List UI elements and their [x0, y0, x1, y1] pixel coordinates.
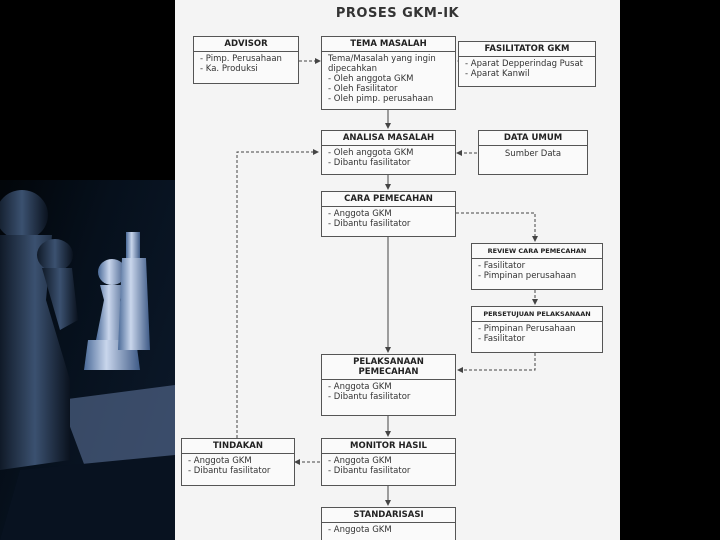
analisa-masalah-header: ANALISA MASALAH — [322, 131, 455, 146]
persetujuan-item: Fasilitator — [478, 334, 599, 344]
review-item: Pimpinan perusahaan — [478, 271, 599, 281]
analisa-masalah-box: ANALISA MASALAH Oleh anggota GKM Dibantu… — [321, 130, 456, 175]
diagram-title: PROSES GKM-IK — [335, 6, 460, 21]
advisor-item: Ka. Produksi — [200, 64, 295, 74]
pelaksanaan-header-line: PELAKSANAAN — [353, 357, 424, 367]
pelaksanaan-item: Dibantu fasilitator — [328, 392, 452, 402]
pelaksanaan-box: PELAKSANAAN PEMECAHAN Anggota GKM Dibant… — [321, 354, 456, 416]
fasilitator-box: FASILITATOR GKM Aparat Depperindag Pusat… — [458, 41, 596, 87]
fasilitator-item: Aparat Depperindag Pusat — [465, 59, 592, 69]
tema-masalah-box: TEMA MASALAH Tema/Masalah yang ingin dip… — [321, 36, 456, 110]
tema-lead-line: Tema/Masalah yang ingin — [328, 54, 436, 64]
advisor-box: ADVISOR Pimp. Perusahaan Ka. Produksi — [193, 36, 299, 84]
review-box: REVIEW CARA PEMECAHAN Fasilitator Pimpin… — [471, 243, 603, 290]
data-umum-header: DATA UMUM — [479, 131, 587, 146]
persetujuan-header: PERSETUJUAN PELAKSANAAN — [472, 307, 602, 322]
review-item: Fasilitator — [478, 261, 599, 271]
cara-item: Anggota GKM — [328, 209, 452, 219]
pelaksanaan-item: Anggota GKM — [328, 382, 452, 392]
data-umum-box: DATA UMUM Sumber Data — [478, 130, 588, 175]
advisor-header: ADVISOR — [194, 37, 298, 52]
monitor-item: Anggota GKM — [328, 456, 452, 466]
chess-pieces-photo — [0, 0, 175, 540]
cara-item: Dibantu fasilitator — [328, 219, 452, 229]
analisa-item: Oleh anggota GKM — [328, 148, 452, 158]
pelaksanaan-header: PELAKSANAAN PEMECAHAN — [322, 355, 455, 380]
tema-item: Oleh Fasilitator — [328, 84, 452, 94]
fasilitator-item: Aparat Kanwil — [465, 69, 592, 79]
tindakan-item: Dibantu fasilitator — [188, 466, 291, 476]
arrow-tindakan-analisa — [236, 149, 319, 438]
monitor-header: MONITOR HASIL — [322, 439, 455, 454]
cara-pemecahan-header: CARA PEMECAHAN — [322, 192, 455, 207]
monitor-item: Dibantu fasilitator — [328, 466, 452, 476]
tindakan-header: TINDAKAN — [182, 439, 294, 454]
tema-item: Oleh pimp. perusahaan — [328, 94, 452, 104]
pelaksanaan-header-line: PEMECAHAN — [358, 367, 419, 377]
standarisasi-box: STANDARISASI Anggota GKM — [321, 507, 456, 540]
advisor-item: Pimp. Perusahaan — [200, 54, 295, 64]
tindakan-item: Anggota GKM — [188, 456, 291, 466]
arrow-cara-review — [456, 212, 538, 242]
standarisasi-header: STANDARISASI — [322, 508, 455, 523]
persetujuan-item: Pimpinan Perusahaan — [478, 324, 599, 334]
tema-lead-line: dipecahkan — [328, 64, 378, 74]
data-umum-body: Sumber Data — [504, 149, 562, 159]
connector-lines — [236, 58, 538, 506]
tema-masalah-header: TEMA MASALAH — [322, 37, 455, 52]
monitor-box: MONITOR HASIL Anggota GKM Dibantu fasili… — [321, 438, 456, 486]
tindakan-box: TINDAKAN Anggota GKM Dibantu fasilitator — [181, 438, 295, 486]
arrow-persetujuan-pelaksanaan — [457, 353, 536, 373]
analisa-item: Dibantu fasilitator — [328, 158, 452, 168]
cara-pemecahan-box: CARA PEMECAHAN Anggota GKM Dibantu fasil… — [321, 191, 456, 237]
tema-item: Oleh anggota GKM — [328, 74, 452, 84]
fasilitator-header: FASILITATOR GKM — [459, 42, 595, 57]
standarisasi-item: Anggota GKM — [328, 525, 452, 535]
persetujuan-box: PERSETUJUAN PELAKSANAAN Pimpinan Perusah… — [471, 306, 603, 353]
review-header: REVIEW CARA PEMECAHAN — [472, 244, 602, 259]
diagram-sheet: PROSES GKM-IK ADVISOR — [175, 0, 620, 540]
